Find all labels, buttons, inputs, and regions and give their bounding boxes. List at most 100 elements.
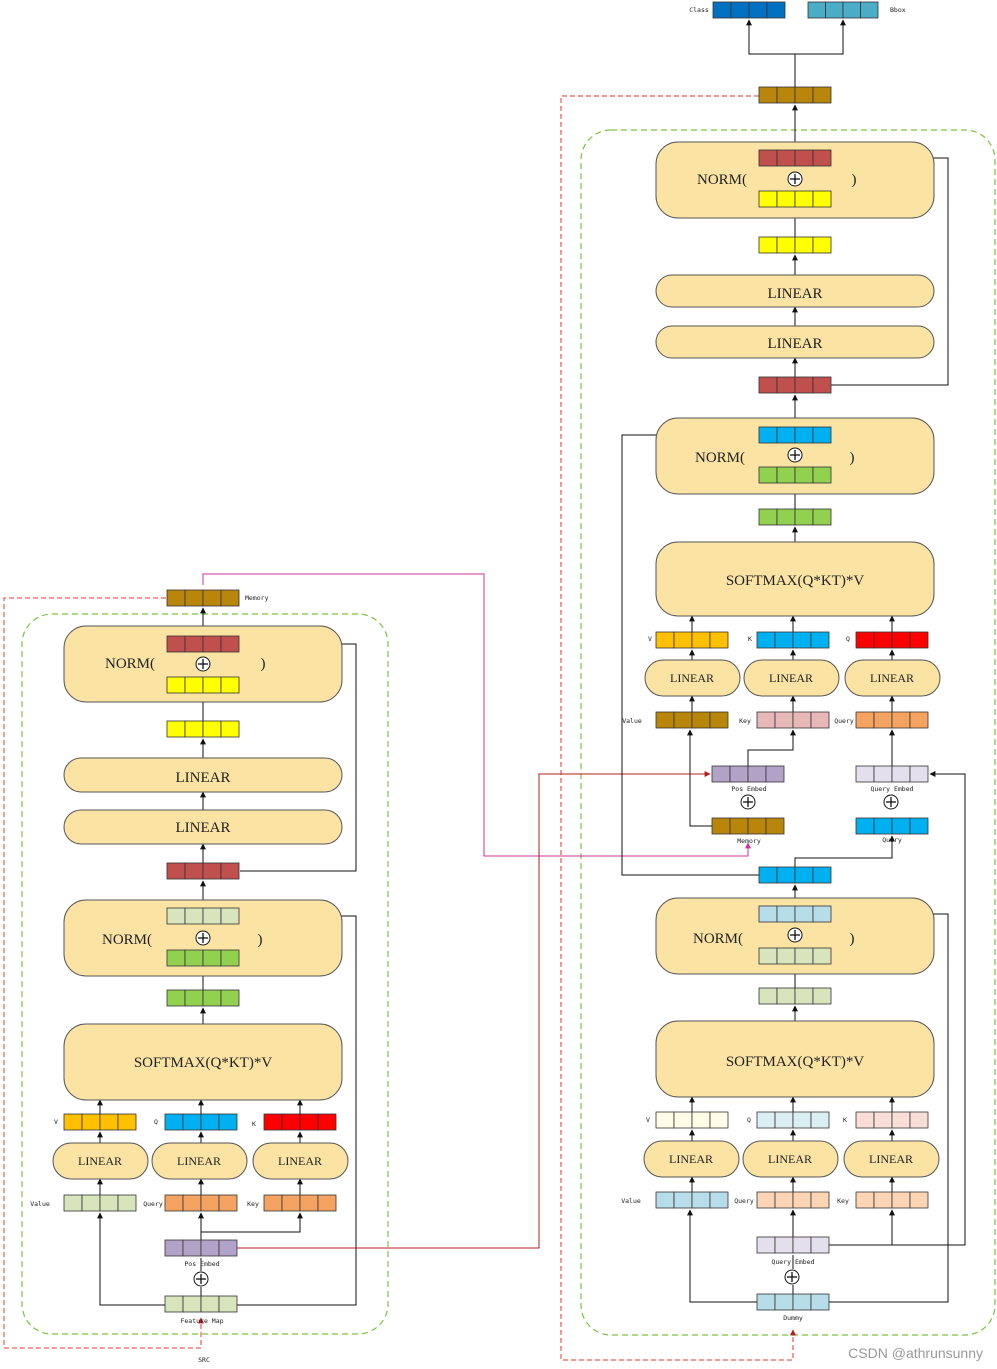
decoder-self-linear-q-block <box>742 1140 839 1178</box>
decoder-query-embed-vector <box>855 765 929 783</box>
decoder-self-query-label: Query <box>734 1197 754 1205</box>
bbox-label: Bbox <box>890 6 906 14</box>
decoder-cross-key-label: Key <box>739 717 751 725</box>
encoder-q-vector <box>164 1113 238 1131</box>
decoder-query-vector <box>855 817 929 835</box>
decoder-norm-close-1: ) <box>850 931 855 947</box>
vector-cell <box>758 987 778 1005</box>
decoder-cross-linear-v-label: LINEAR <box>670 671 714 685</box>
vector-cell <box>758 947 778 965</box>
decoder-self-q-label: Q <box>747 1116 751 1124</box>
encoder-linear-label-1: LINEAR <box>176 820 231 836</box>
vector-cell <box>758 190 778 208</box>
vector-cell <box>765 817 785 835</box>
vector-cell <box>758 866 778 884</box>
vector-cell <box>200 1295 220 1313</box>
vector-cell <box>794 947 814 965</box>
vector-cell <box>891 1111 911 1129</box>
encoder-norm1-out-vector <box>166 862 240 880</box>
vector-cell <box>794 987 814 1005</box>
decoder-memory-vector <box>711 817 785 835</box>
decoder-cross-q-vector <box>855 631 929 649</box>
vector-cell <box>810 631 830 649</box>
vector-cell <box>220 676 240 694</box>
decoder-norm2-res-vector <box>758 426 832 444</box>
vector-cell <box>184 635 204 653</box>
encoder-v-label: V <box>54 1118 58 1126</box>
vector-cell <box>317 1113 337 1131</box>
vector-cell <box>756 711 776 729</box>
vector-cell <box>891 817 911 835</box>
vector-cell <box>842 1 861 19</box>
encoder-norm2-in-vector <box>166 676 240 694</box>
decoder-cross-linear-k-label: LINEAR <box>769 671 813 685</box>
vector-cell <box>655 1111 675 1129</box>
vector-cell <box>218 1194 238 1212</box>
vector-cell <box>812 466 832 484</box>
vector-cell <box>220 862 240 880</box>
vector-cell <box>873 765 893 783</box>
dummy-label: Dummy <box>783 1314 803 1322</box>
decoder-cross-linear-q-label: LINEAR <box>870 671 914 685</box>
vector-cell <box>891 765 911 783</box>
vector-cell <box>774 1293 794 1311</box>
vector-cell <box>184 989 204 1007</box>
vector-cell <box>758 466 778 484</box>
vector-cell <box>812 426 832 444</box>
vector-cell <box>873 711 893 729</box>
vector-cell <box>202 720 222 738</box>
vector-cell <box>166 989 186 1007</box>
vector-cell <box>220 989 240 1007</box>
vector-cell <box>812 947 832 965</box>
vector-cell <box>220 635 240 653</box>
vector-cell <box>709 1191 729 1209</box>
decoder-norm-label-3: NORM( <box>697 172 747 188</box>
vector-cell <box>855 631 875 649</box>
vector-cell <box>182 1295 202 1313</box>
encoder-linear-label-2: LINEAR <box>176 770 231 786</box>
vector-cell <box>825 1 844 19</box>
encoder-softmax-block <box>63 1023 343 1101</box>
vector-cell <box>873 1191 893 1209</box>
encoder-k-label: K <box>252 1120 256 1128</box>
vector-cell <box>909 711 929 729</box>
vector-cell <box>774 1111 794 1129</box>
vector-cell <box>164 1194 184 1212</box>
vector-cell <box>673 711 693 729</box>
vector-cell <box>810 1191 830 1209</box>
decoder-norm-close-3: ) <box>852 172 857 188</box>
encoder-k-vector <box>263 1113 337 1131</box>
vector-cell <box>691 1111 711 1129</box>
vector-cell <box>776 426 796 444</box>
decoder-cross-v-label: V <box>648 635 652 643</box>
decoder-self-key-label: Key <box>837 1197 849 1205</box>
encoder-pos-embed-vector <box>164 1239 238 1257</box>
decoder-cross-attn-out-vector <box>758 508 832 526</box>
vector-cell <box>812 905 832 923</box>
vector-cell <box>909 765 929 783</box>
encoder-value-label: Value <box>30 1200 50 1208</box>
decoder-linear-label-1: LINEAR <box>768 336 823 352</box>
vector-cell <box>776 905 796 923</box>
vector-cell <box>794 149 814 167</box>
encoder-norm1-res-vector <box>166 907 240 925</box>
decoder-cross-query-vector <box>855 711 929 729</box>
vector-cell <box>855 765 875 783</box>
vector-cell <box>794 866 814 884</box>
class-vector <box>712 1 786 19</box>
vector-cell <box>184 862 204 880</box>
vector-cell <box>794 376 814 394</box>
vector-cell <box>810 711 830 729</box>
vector-cell <box>810 1236 830 1254</box>
vector-cell <box>774 631 794 649</box>
vector-cell <box>117 1194 137 1212</box>
vector-cell <box>673 1191 693 1209</box>
enc-pos-to-key <box>201 1212 303 1233</box>
vector-cell <box>220 907 240 925</box>
vector-cell <box>709 1111 729 1129</box>
dec-pos-to-key <box>747 729 796 766</box>
vector-cell <box>794 86 814 104</box>
dummy-vector <box>756 1293 830 1311</box>
vector-cell <box>317 1194 337 1212</box>
